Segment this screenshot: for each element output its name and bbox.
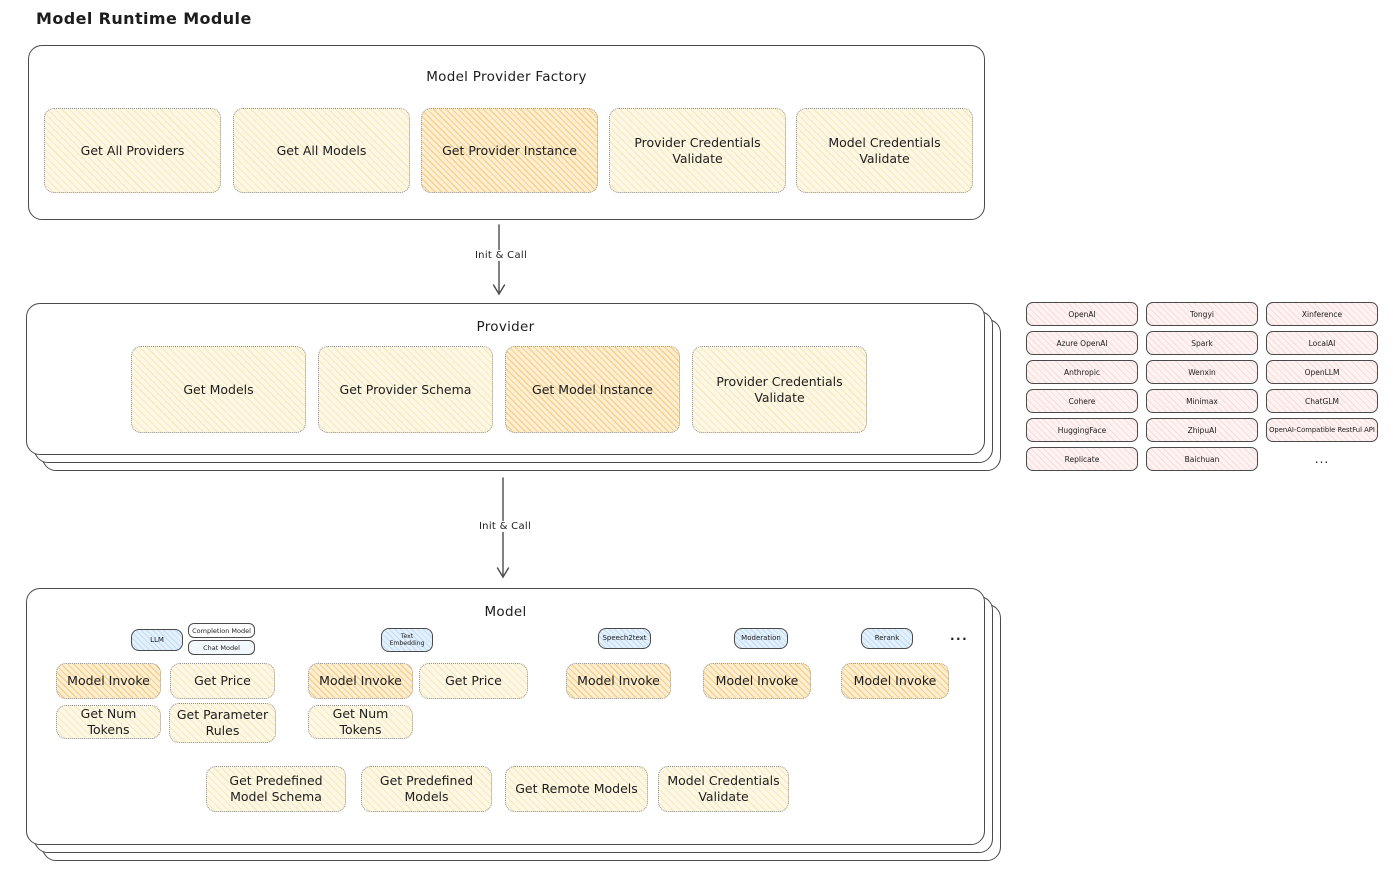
provider-chip-minimax: Minimax bbox=[1146, 389, 1258, 413]
provider-chip-grid: OpenAI Tongyi Xinference Azure OpenAI Sp… bbox=[1026, 302, 1378, 471]
tab-rerank: Rerank bbox=[861, 628, 913, 649]
subtab-chat-model: Chat Model bbox=[188, 640, 255, 655]
model-more-ellipsis: ... bbox=[950, 629, 969, 643]
provider-chip-openai: OpenAI bbox=[1026, 302, 1138, 326]
node-get-provider-schema: Get Provider Schema bbox=[318, 346, 493, 433]
provider-chip-replicate: Replicate bbox=[1026, 447, 1138, 471]
node-llm-get-price: Get Price bbox=[170, 663, 275, 699]
node-rerank-model-invoke: Model Invoke bbox=[841, 663, 949, 699]
node-get-predefined-models: Get Predefined Models bbox=[361, 766, 492, 812]
node-te-get-num-tokens: Get Num Tokens bbox=[308, 705, 413, 739]
provider-chip-spark: Spark bbox=[1146, 331, 1258, 355]
node-s2t-model-invoke: Model Invoke bbox=[566, 663, 671, 699]
factory-section: Model Provider Factory Get All Providers… bbox=[28, 45, 985, 220]
provider-chip-anthropic: Anthropic bbox=[1026, 360, 1138, 384]
provider-chip-cohere: Cohere bbox=[1026, 389, 1138, 413]
tab-moderation: Moderation bbox=[734, 628, 788, 649]
factory-provider-arrow bbox=[492, 224, 506, 296]
provider-chip-localai: LocalAI bbox=[1266, 331, 1378, 355]
node-llm-get-parameter-rules: Get Parameter Rules bbox=[169, 703, 276, 743]
provider-chip-openai-compatible: OpenAI-Compatible RestFul API bbox=[1266, 418, 1378, 442]
node-llm-model-invoke: Model Invoke bbox=[56, 663, 161, 699]
page-title: Model Runtime Module bbox=[36, 9, 252, 28]
provider-chip-zhipuai: ZhipuAI bbox=[1146, 418, 1258, 442]
tab-speech2text: Speech2text bbox=[598, 628, 651, 649]
node-get-provider-instance: Get Provider Instance bbox=[421, 108, 598, 193]
provider-chip-openllm: OpenLLM bbox=[1266, 360, 1378, 384]
node-get-all-models: Get All Models bbox=[233, 108, 410, 193]
factory-title: Model Provider Factory bbox=[426, 69, 587, 85]
node-te-model-invoke: Model Invoke bbox=[308, 663, 413, 699]
provider-chip-wenxin: Wenxin bbox=[1146, 360, 1258, 384]
subtab-completion-model: Completion Model bbox=[188, 623, 255, 638]
node-model-credentials-validate: Model Credentials Validate bbox=[796, 108, 973, 193]
provider-title: Provider bbox=[476, 319, 535, 335]
node-get-models: Get Models bbox=[131, 346, 306, 433]
provider-chip-huggingface: HuggingFace bbox=[1026, 418, 1138, 442]
edge-label-init-call-2: Init & Call bbox=[472, 521, 538, 532]
model-title: Model bbox=[484, 604, 527, 620]
node-moderation-model-invoke: Model Invoke bbox=[703, 663, 811, 699]
provider-section: Provider Get Models Get Provider Schema … bbox=[26, 303, 985, 455]
node-get-model-instance: Get Model Instance bbox=[505, 346, 680, 433]
provider-chip-chatglm: ChatGLM bbox=[1266, 389, 1378, 413]
provider-chip-more-ellipsis: ... bbox=[1314, 452, 1330, 466]
node-get-predefined-model-schema: Get Predefined Model Schema bbox=[206, 766, 346, 812]
node-llm-get-num-tokens: Get Num Tokens bbox=[56, 705, 161, 739]
model-section: Model LLM Completion Model Chat Model Te… bbox=[26, 588, 985, 845]
provider-chip-xinference: Xinference bbox=[1266, 302, 1378, 326]
node-model-credentials-validate-2: Model Credentials Validate bbox=[658, 766, 789, 812]
provider-chip-tongyi: Tongyi bbox=[1146, 302, 1258, 326]
edge-label-init-call-1: Init & Call bbox=[468, 250, 534, 261]
provider-chip-azure-openai: Azure OpenAI bbox=[1026, 331, 1138, 355]
tab-llm: LLM bbox=[131, 629, 183, 651]
node-get-remote-models: Get Remote Models bbox=[505, 766, 648, 812]
node-te-get-price: Get Price bbox=[419, 663, 528, 699]
node-provider-credentials-validate: Provider Credentials Validate bbox=[609, 108, 786, 193]
node-get-all-providers: Get All Providers bbox=[44, 108, 221, 193]
provider-chip-baichuan: Baichuan bbox=[1146, 447, 1258, 471]
node-provider-credentials-validate-2: Provider Credentials Validate bbox=[692, 346, 867, 433]
tab-text-embedding: Text Embedding bbox=[381, 628, 433, 652]
